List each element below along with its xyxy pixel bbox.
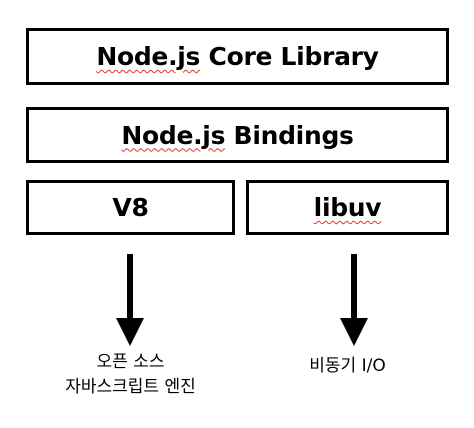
bindings-label-rest: Bindings: [225, 120, 354, 150]
v8-caption: 오픈 소스 자바스크립트 엔진: [26, 350, 235, 400]
core-label-underlined: Node.js: [96, 42, 201, 71]
v8-label: V8: [112, 193, 149, 222]
v8-caption-line2: 자바스크립트 엔진: [65, 377, 196, 397]
libuv-caption: 비동기 I/O: [246, 354, 449, 379]
libuv-box: libuv: [246, 180, 449, 235]
core-label-rest: Core Library: [200, 42, 379, 71]
node-core-library-box: Node.js Core Library: [26, 28, 449, 85]
libuv-label: libuv: [313, 193, 382, 222]
arrow-down-icon: [116, 254, 144, 346]
bindings-label-underlined: Node.js: [121, 120, 226, 150]
v8-box: V8: [26, 180, 235, 235]
libuv-caption-line1: 비동기 I/O: [309, 356, 386, 376]
v8-caption-line1: 오픈 소스: [96, 352, 165, 372]
arrow-down-icon: [340, 254, 368, 346]
node-bindings-box: Node.js Bindings: [26, 107, 449, 163]
